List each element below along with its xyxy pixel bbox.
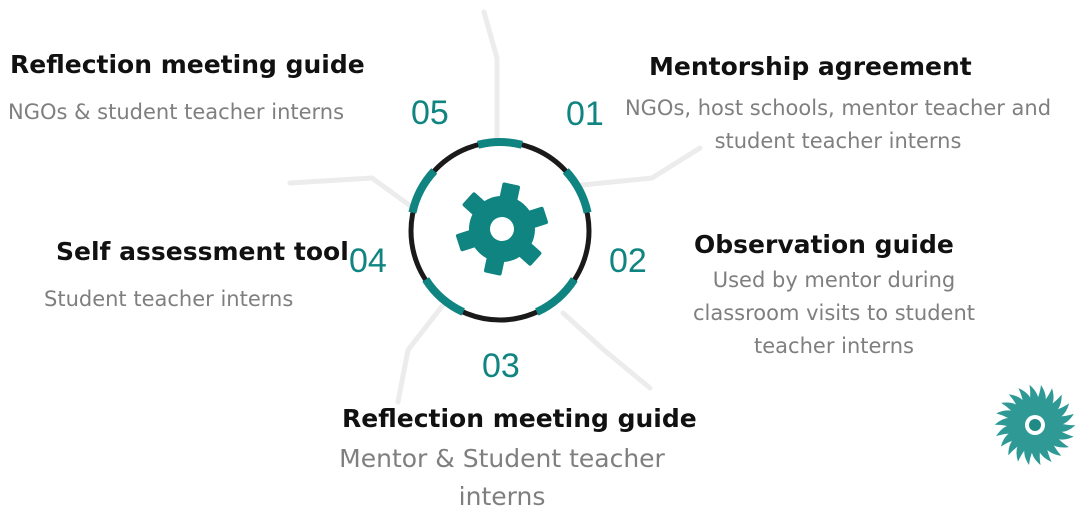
step-description: Student teacher interns: [44, 287, 294, 311]
connector-04: [287, 175, 419, 213]
step-number: 03: [482, 347, 520, 385]
connector-01: [579, 145, 703, 188]
logo-ray: [1036, 394, 1062, 419]
gear-icon: [455, 182, 549, 276]
gear-hole: [490, 217, 514, 241]
connector-02: [560, 310, 653, 391]
step-number: 01: [566, 95, 604, 133]
connector-03: [395, 302, 446, 405]
step-description: Mentor & Student teacher interns: [339, 444, 665, 511]
ring-segment-right: [562, 168, 592, 214]
logo-ray: [1008, 431, 1034, 456]
ring-segment-left: [408, 168, 438, 214]
step-number: 05: [411, 94, 449, 132]
spiral-sun-logo: [994, 384, 1076, 466]
step-title: Observation guide: [694, 230, 954, 259]
step-title: Mentorship agreement: [649, 52, 972, 81]
step-description: NGOs, host schools, mentor teacher and s…: [624, 96, 1052, 153]
connector-lines: [287, 9, 703, 405]
step-number: 04: [349, 242, 387, 280]
ring-segment-top: [477, 138, 523, 149]
step-title: Self assessment tool: [56, 237, 349, 266]
step-description: Used by mentor during classroom visits t…: [692, 268, 976, 358]
step-number: 02: [609, 242, 647, 280]
step-title: Reflection meeting guide: [10, 50, 365, 79]
step-title: Reflection meeting guide: [342, 404, 697, 433]
step-description: NGOs & student teacher interns: [8, 100, 345, 124]
ring-segment-bottom-left: [422, 277, 465, 316]
logo-ray: [1025, 384, 1039, 418]
ring-segment-bottom-right: [535, 277, 578, 316]
connector-05: [481, 9, 500, 143]
ring-accent-segments: [408, 138, 592, 316]
